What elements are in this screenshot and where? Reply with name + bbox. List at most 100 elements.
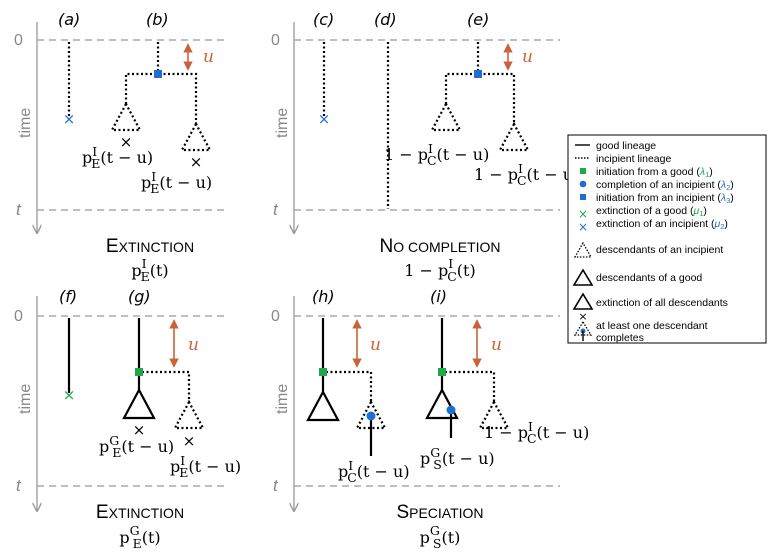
extinction-incipient-marker: ×	[318, 110, 331, 128]
descendants-good-triangle	[306, 389, 340, 422]
descendants-incipient-triangle	[180, 121, 212, 152]
descendants-incipient-triangle	[478, 399, 510, 430]
axis-time-label: time	[17, 108, 34, 138]
legend-box	[567, 134, 767, 344]
u-label: u	[491, 335, 502, 355]
legend-init-good-swatch	[580, 168, 586, 174]
panel-label-a: (a)	[58, 10, 80, 29]
legend-ext-all-swatch	[572, 292, 594, 310]
axis-zero-label: 0	[271, 32, 280, 49]
legend-desc-good: descendants of a good	[596, 272, 702, 284]
legend-ext-good-swatch: ×	[578, 207, 588, 221]
legend-incipient-lineage: incipient lineage	[596, 153, 671, 165]
legend-ext-incipient-swatch: ×	[578, 220, 588, 234]
axis-t-label: t	[16, 476, 22, 495]
axis-zero-label: 0	[271, 308, 280, 325]
panel-label-d: (d)	[374, 10, 397, 29]
branch-b	[124, 72, 198, 124]
caption-title: EXTINCTION	[96, 502, 184, 523]
panel-label-h: (h)	[312, 287, 335, 306]
initiation-incipient-marker	[154, 70, 162, 78]
descendants-good-triangle	[425, 387, 459, 420]
legend-init-incipient: initiation from an incipient (λ3)	[596, 192, 734, 205]
panel-label-e: (e)	[467, 10, 489, 29]
extinction-marker: ×	[120, 133, 133, 151]
panel-label-b: (b)	[146, 10, 169, 29]
axis-t-label: t	[273, 200, 279, 219]
axis-time-label: time	[17, 384, 34, 414]
legend-desc-incipient: descendants of an incipient	[596, 244, 723, 256]
axis-time-label: time	[274, 384, 291, 414]
extinction-marker: ×	[578, 310, 587, 323]
panel-label-f: (f)	[59, 287, 77, 306]
descendants-incipient-triangle	[110, 101, 142, 132]
legend-good-lineage: good lineage	[596, 140, 656, 152]
axis-zero-label: 0	[14, 308, 23, 325]
legend-init-good: initiation from a good (λ1)	[596, 166, 713, 179]
descendants-incipient-triangle	[173, 399, 205, 430]
completion-marker	[366, 411, 376, 421]
caption-title: EXTINCTION	[106, 236, 194, 257]
extinction-incipient-marker: ×	[63, 110, 76, 128]
axis-time-label: time	[274, 108, 291, 138]
panel-label-g: (g)	[128, 287, 151, 306]
axis-t-label: t	[273, 476, 279, 495]
extinction-marker: ×	[190, 153, 203, 171]
legend-ext-good: extinction of a good (μ1)	[596, 205, 707, 218]
legend: good lineage incipient lineage initiatio…	[567, 134, 767, 344]
legend-init-incipient-swatch	[580, 194, 586, 200]
legend-desc-incipient-swatch	[573, 241, 593, 258]
descendants-incipient-triangle	[498, 121, 530, 152]
legend-desc-good-swatch	[572, 268, 594, 286]
extinction-marker: ×	[183, 432, 196, 450]
legend-ext-all: extinction of all descendants	[596, 297, 728, 309]
extinction-good-marker: ×	[63, 386, 76, 404]
u-label: u	[203, 47, 214, 67]
legend-completion-swatch	[579, 180, 587, 188]
axis-zero-label: 0	[14, 32, 23, 49]
caption-title: NO COMPLETION	[379, 236, 500, 257]
incipient-branch-i	[445, 370, 496, 402]
initiation-good-marker	[438, 368, 446, 376]
panel-label-i: (i)	[430, 287, 447, 306]
initiation-good-marker	[319, 368, 327, 376]
u-label: u	[522, 47, 533, 67]
completion-marker	[446, 405, 456, 415]
u-label: u	[188, 335, 199, 355]
extinction-marker: ×	[133, 421, 146, 439]
incipient-branch-g	[142, 370, 191, 402]
caption-title: SPECIATION	[396, 502, 483, 523]
descendants-incipient-triangle	[430, 101, 462, 132]
descendants-good-triangle	[122, 387, 156, 420]
legend-completes-line2: completes	[596, 332, 644, 344]
legend-completion: completion of an incipient (λ2)	[596, 179, 734, 192]
descendants-incipient-triangle	[355, 399, 387, 430]
branch-e	[444, 72, 516, 124]
panel-label-c: (c)	[313, 10, 334, 29]
initiation-incipient-marker	[474, 70, 482, 78]
u-label: u	[370, 335, 381, 355]
initiation-good-marker	[135, 368, 143, 376]
axis-t-label: t	[16, 200, 22, 219]
incipient-branch-h	[326, 370, 373, 402]
legend-ext-incipient: extinction of an incipient (μ2)	[596, 218, 728, 231]
legend-completes-line1: at least one descendant	[596, 320, 708, 332]
